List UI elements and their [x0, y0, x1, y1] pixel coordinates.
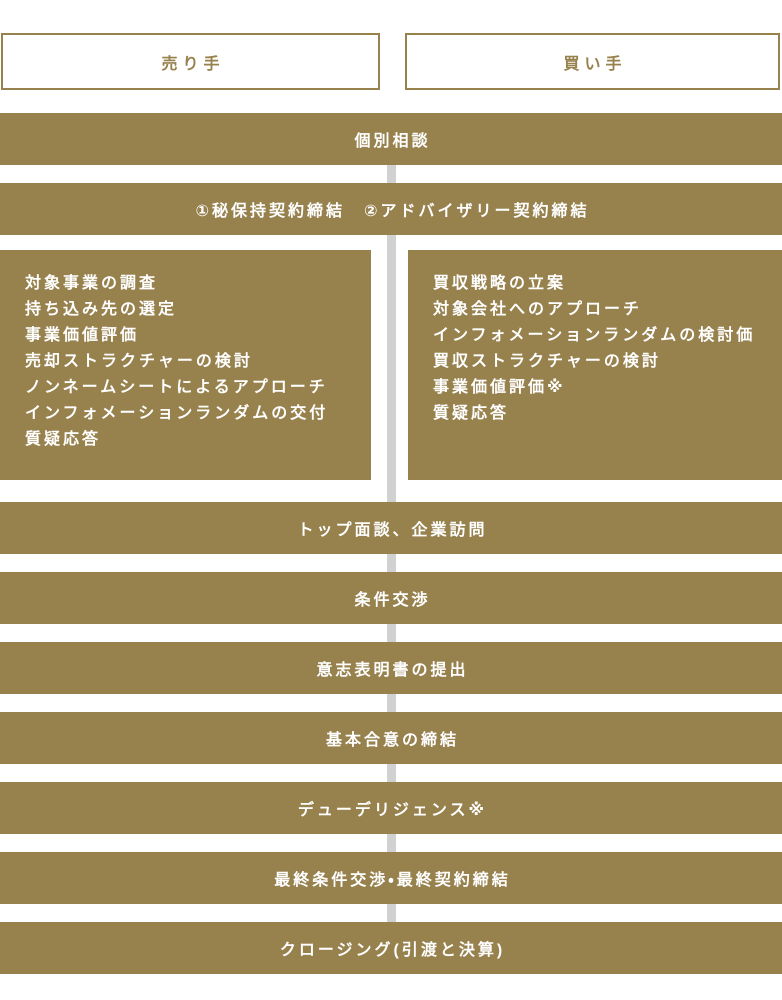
flow-step-final-contract: 最終条件交渉・最終契約締結 — [0, 852, 782, 904]
flow-step-negotiation: 条件交渉 — [0, 572, 782, 624]
seller-header-box: 売り手 — [1, 33, 380, 90]
flow-step-loi-label: 意志表明書の提出 — [316, 662, 469, 679]
seller-task-item: 事業価値評価 — [25, 327, 140, 344]
flow-step-basic-agreement: 基本合意の締結 — [0, 712, 782, 764]
seller-task-item: 売却ストラクチャーの検討 — [25, 353, 253, 370]
flow-step-closing: クロージング(引渡と決算) — [0, 922, 782, 974]
buyer-header-box: 買い手 — [405, 33, 780, 90]
seller-task-item: 対象事業の調査 — [25, 275, 159, 292]
flow-step-top-meeting-label: トップ面談、企業訪問 — [297, 522, 488, 539]
flow-step-contracts-label: ①秘保持契約締結 ②アドバイザリー契約締結 — [195, 203, 590, 220]
flow-step-loi: 意志表明書の提出 — [0, 642, 782, 694]
buyer-task-item: 事業価値評価※ — [433, 379, 566, 396]
flow-step-due-diligence-label: デューデリジェンス※ — [297, 802, 488, 819]
seller-task-item: 持ち込み先の選定 — [25, 301, 178, 318]
flow-step-due-diligence: デューデリジェンス※ — [0, 782, 782, 834]
seller-tasks-box: 対象事業の調査 持ち込み先の選定 事業価値評価 売却ストラクチャーの検討 ノンネ… — [0, 250, 371, 480]
flow-step-consultation: 個別相談 — [0, 113, 782, 165]
flow-step-closing-label: クロージング(引渡と決算) — [279, 942, 506, 959]
seller-task-item: インフォメーションランダムの交付 — [25, 405, 329, 422]
buyer-task-item: インフォメーションランダムの検討価 — [433, 327, 756, 344]
buyer-task-item: 買収戦略の立案 — [433, 275, 567, 292]
buyer-task-item: 対象会社へのアプローチ — [433, 301, 643, 318]
seller-header-label: 売り手 — [161, 55, 225, 73]
buyer-header-label: 買い手 — [563, 55, 627, 73]
flow-step-top-meeting: トップ面談、企業訪問 — [0, 502, 782, 554]
seller-task-item: 質疑応答 — [25, 431, 102, 448]
buyer-tasks-box: 買収戦略の立案 対象会社へのアプローチ インフォメーションランダムの検討価 買収… — [408, 250, 782, 480]
seller-task-item: ノンネームシートによるアプローチ — [25, 379, 328, 396]
flow-step-negotiation-label: 条件交渉 — [354, 592, 431, 609]
flow-step-basic-agreement-label: 基本合意の締結 — [325, 732, 459, 749]
buyer-task-item: 買収ストラクチャーの検討 — [433, 353, 661, 370]
flow-step-contracts: ①秘保持契約締結 ②アドバイザリー契約締結 — [0, 183, 782, 235]
buyer-task-item: 質疑応答 — [433, 405, 510, 422]
flow-step-final-contract-label: 最終条件交渉・最終契約締結 — [274, 872, 511, 889]
flow-step-consultation-label: 個別相談 — [354, 133, 431, 150]
